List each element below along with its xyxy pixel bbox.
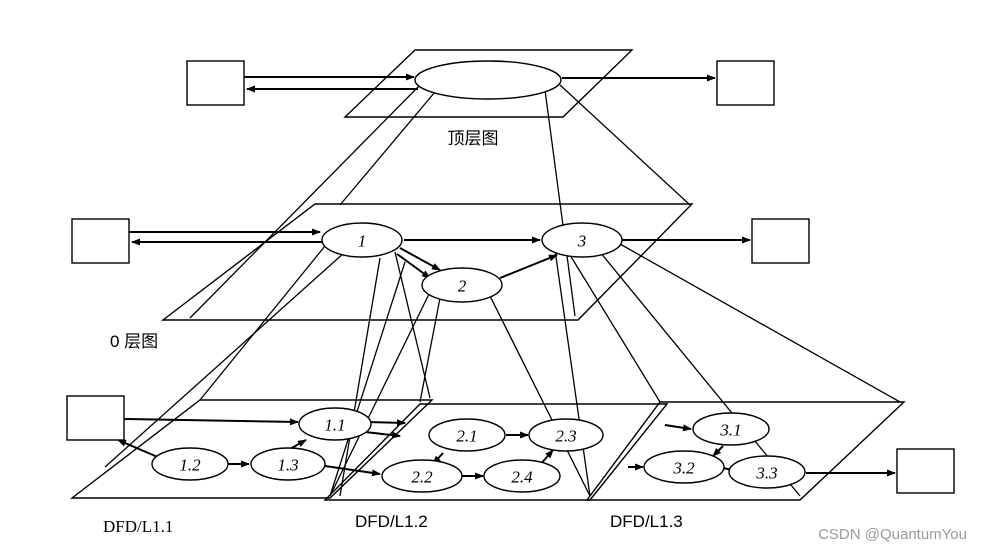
process-1 bbox=[321, 222, 403, 258]
process-3-label: 3 bbox=[577, 232, 587, 251]
process-3-1 bbox=[692, 412, 770, 446]
process-1-3 bbox=[250, 447, 326, 481]
process-1-label: 1 bbox=[358, 232, 367, 251]
dfd-l1-1-plane bbox=[69, 399, 434, 499]
level0-right-entity bbox=[751, 218, 810, 264]
process-3-2-label: 3.2 bbox=[672, 459, 695, 478]
process-3-1-label: 3.1 bbox=[719, 421, 741, 440]
top-left-entity bbox=[186, 60, 245, 106]
top-right-entity bbox=[716, 60, 775, 106]
layer-planes bbox=[69, 49, 906, 501]
process-2-4 bbox=[483, 459, 561, 493]
data-flows bbox=[117, 73, 896, 480]
process-2 bbox=[421, 267, 503, 303]
process-1-3-label: 1.3 bbox=[277, 456, 298, 475]
process-2-1 bbox=[428, 418, 506, 452]
sub-right-entity bbox=[896, 448, 955, 494]
top-process bbox=[414, 60, 562, 100]
level0-plane bbox=[160, 203, 694, 321]
process-3-3 bbox=[728, 455, 806, 489]
level0-layer-label: 0 层图 bbox=[110, 332, 158, 351]
top-layer-label: 顶层图 bbox=[448, 129, 499, 148]
csdn-watermark: CSDN @QuantumYou bbox=[818, 526, 967, 543]
process-2-2-label: 2.2 bbox=[411, 468, 433, 487]
process-3-2 bbox=[643, 450, 725, 484]
process-bubbles bbox=[151, 60, 806, 493]
process-1-2 bbox=[151, 447, 229, 481]
process-1-1 bbox=[298, 407, 372, 441]
process-2-2 bbox=[381, 459, 463, 493]
process-2-4-label: 2.4 bbox=[511, 468, 533, 487]
dfd-l1-3-label: DFD/L1.3 bbox=[610, 512, 683, 531]
process-2-1-label: 2.1 bbox=[456, 427, 477, 446]
dfd-l1-3-plane bbox=[585, 401, 906, 501]
sub-left-entity bbox=[66, 395, 125, 441]
process-2-3-label: 2.3 bbox=[555, 427, 576, 446]
top-layer-plane bbox=[343, 49, 634, 118]
external-entities bbox=[66, 60, 955, 494]
level0-left-entity bbox=[71, 218, 130, 264]
process-3-3-label: 3.3 bbox=[755, 464, 777, 483]
process-1-2-label: 1.2 bbox=[179, 456, 201, 475]
dfd-l1-1-label: DFD/L1.1 bbox=[103, 517, 173, 536]
process-2-3 bbox=[528, 418, 604, 452]
process-2-label: 2 bbox=[458, 277, 467, 296]
dfd-l1-2-label: DFD/L1.2 bbox=[355, 512, 428, 531]
process-1-1-label: 1.1 bbox=[324, 416, 345, 435]
process-3 bbox=[541, 222, 623, 258]
